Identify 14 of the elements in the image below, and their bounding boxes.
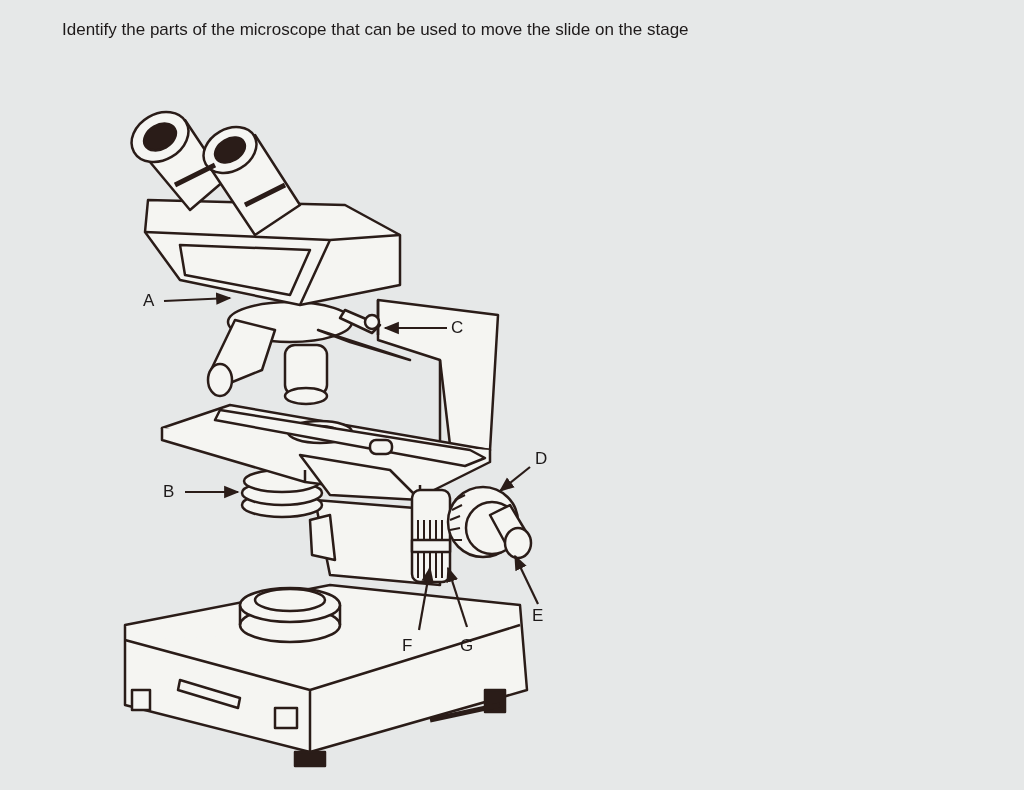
leader-arrow <box>446 566 469 628</box>
part-letter: A <box>143 291 155 311</box>
part-letter: F <box>402 636 413 656</box>
part-letter: B <box>163 482 175 502</box>
part-letter: E <box>532 606 544 626</box>
part-letter: C <box>451 318 464 338</box>
leader-arrow <box>498 466 531 492</box>
part-letter: D <box>535 449 548 469</box>
leader-arrow <box>185 485 240 499</box>
leader-arrow <box>383 321 447 335</box>
leader-arrow <box>163 292 232 305</box>
leader-arrow <box>417 566 434 631</box>
question-text: Identify the parts of the microscope that can be used to move the slide on the stage <box>62 20 689 40</box>
leader-arrow <box>514 554 539 605</box>
